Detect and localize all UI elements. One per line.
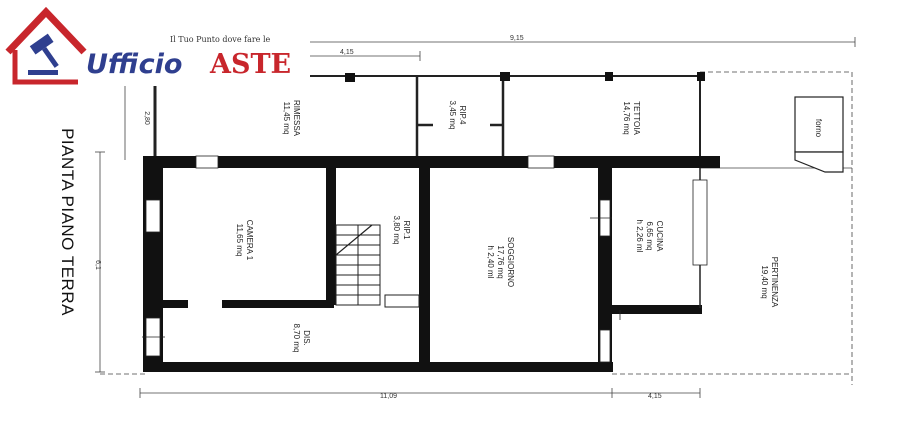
svg-text:DIS.: DIS. — [302, 330, 311, 346]
svg-text:PIANTA PIANO TERRA: PIANTA PIANO TERRA — [58, 128, 77, 316]
dim-top-total: 9,15 — [510, 35, 524, 42]
svg-text:17,76 mq: 17,76 mq — [496, 245, 505, 278]
room-label-dis: DIS. 8,70 mq — [292, 324, 311, 353]
svg-text:3,80 mq: 3,80 mq — [392, 216, 401, 245]
svg-text:19,40 mq: 19,40 mq — [760, 265, 769, 298]
room-label-soggiorno: SOGGIORNO 17,76 mq h 2,40 ml — [486, 237, 515, 287]
svg-text:2,80: 2,80 — [143, 111, 150, 125]
room-label-rip1: RIP.1 3,80 mq — [392, 216, 411, 245]
room-label-pertinenza: PERTINENZA 19,40 mq — [760, 257, 779, 308]
svg-text:RIMESSA: RIMESSA — [292, 100, 301, 137]
dim-bottom-right: 4,15 — [648, 393, 662, 400]
svg-text:h 2,40 ml: h 2,40 ml — [486, 246, 495, 279]
room-label-tettoia: TETTOIA 14,76 mq — [622, 101, 641, 135]
forno-oven — [794, 96, 844, 173]
svg-text:11,65 mq: 11,65 mq — [235, 224, 244, 257]
svg-text:6,65 mq: 6,65 mq — [645, 222, 654, 251]
svg-text:RIP.1: RIP.1 — [402, 221, 411, 241]
house-gavel-icon — [5, 6, 87, 85]
svg-text:11,45 mq: 11,45 mq — [282, 102, 291, 135]
room-label-rip4: RIP.4 3,45 mq — [448, 101, 467, 130]
svg-text:PERTINENZA: PERTINENZA — [770, 257, 779, 308]
svg-text:8,70 mq: 8,70 mq — [292, 324, 301, 353]
room-label-cucina: CUCINA 6,65 mq h 2,26 ml — [635, 220, 664, 253]
room-label-rimessa: RIMESSA 11,45 mq — [282, 100, 301, 137]
svg-text:RIP.4: RIP.4 — [458, 106, 467, 126]
logo-word-ufficio: Ufficio — [86, 49, 182, 80]
dimension-lines — [95, 37, 856, 398]
dim-top-partial: 4,15 — [340, 49, 354, 56]
svg-text:3,45 mq: 3,45 mq — [448, 101, 457, 130]
main-walls — [143, 156, 720, 372]
dim-left-upper: 2,80 — [143, 111, 150, 125]
svg-text:forno: forno — [814, 119, 823, 138]
room-label-forno: forno — [814, 119, 823, 138]
window-marks — [142, 217, 621, 338]
plan-title: PIANTA PIANO TERRA — [58, 128, 77, 316]
room-label-camera: CAMERA 1 11,65 mq — [235, 220, 254, 261]
svg-text:6,1: 6,1 — [94, 260, 101, 270]
stairs — [335, 224, 420, 308]
logo-tagline: Il Tuo Punto dove fare le — [170, 35, 270, 44]
svg-text:h 2,26 ml: h 2,26 ml — [635, 220, 644, 253]
ufficio-aste-logo: Il Tuo Punto dove fare le Ufficio ASTE — [0, 0, 310, 86]
svg-text:14,76 mq: 14,76 mq — [622, 101, 631, 134]
dim-left-total: 6,1 — [94, 260, 101, 270]
svg-text:CAMERA 1: CAMERA 1 — [245, 220, 254, 261]
logo-word-aste: ASTE — [209, 49, 291, 80]
svg-text:CUCINA: CUCINA — [655, 221, 664, 252]
svg-text:TETTOIA: TETTOIA — [632, 101, 641, 135]
svg-text:SOGGIORNO: SOGGIORNO — [506, 237, 515, 287]
dim-bottom-main: 11,09 — [380, 393, 397, 400]
